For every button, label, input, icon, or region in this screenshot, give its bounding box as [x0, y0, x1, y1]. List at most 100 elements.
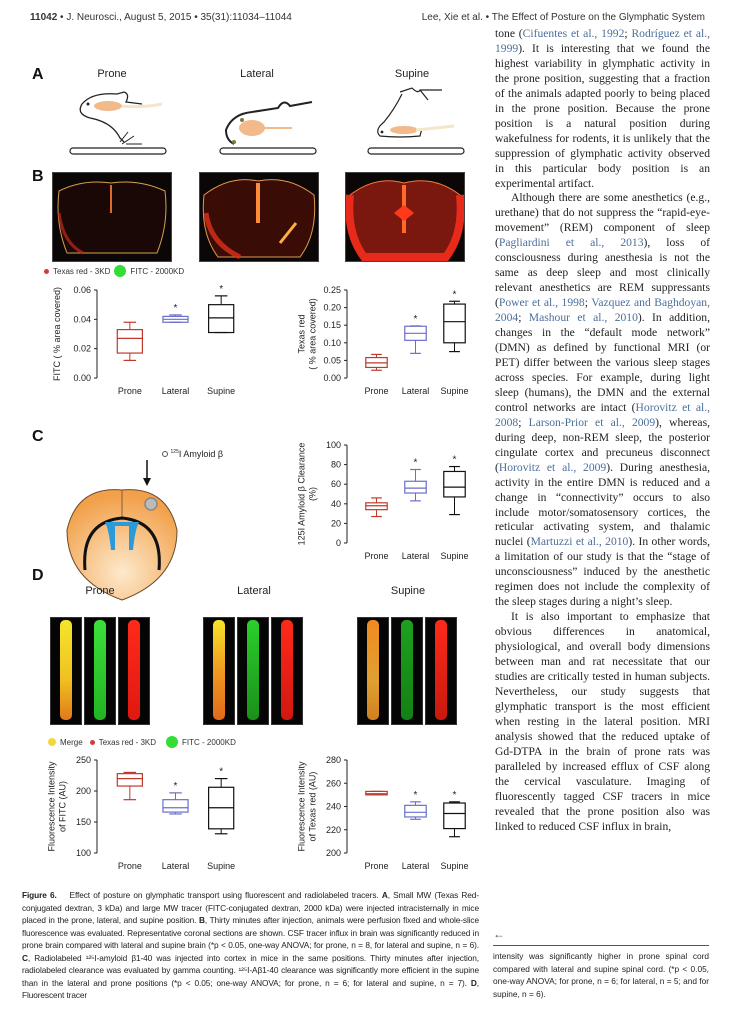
significance-star: *: [219, 767, 223, 778]
box-iqr: [404, 480, 427, 494]
mouse-supine-illustration: [367, 87, 465, 155]
texas-red-dot-icon: [44, 268, 49, 274]
box-prone: [365, 497, 388, 518]
legend-fitc-d: FITC - 2000KD: [182, 737, 236, 747]
panel-a-label-prone: Prone: [97, 68, 127, 80]
x-category-label: Supine: [440, 386, 468, 396]
caption-panel-ref: B: [198, 915, 205, 925]
journal-name: J. Neurosci., August 5, 2015: [66, 12, 192, 23]
panel-b-letter: B: [32, 168, 44, 185]
y-tick-label: 80: [331, 460, 341, 470]
caption-continuation: intensity was significantly higher in pr…: [493, 951, 709, 999]
body-paragraph-3: It is also important to emphasize that o…: [495, 610, 710, 834]
caption-divider: [493, 945, 709, 946]
mouse-prone-illustration: [69, 91, 167, 155]
box-iqr: [365, 790, 388, 796]
text-run: ). In addition, changes in the “default …: [495, 311, 710, 414]
significance-star: *: [414, 314, 418, 325]
citation-link[interactable]: Pagliardini et al., 2013: [498, 236, 644, 250]
box-supine: *: [208, 767, 235, 835]
box-iqr: [208, 304, 235, 334]
significance-star: *: [414, 458, 418, 469]
caption-text-run: , Fluorescent tracer: [22, 977, 479, 1001]
citation-link[interactable]: Rodríguez et al., 1999: [495, 27, 710, 55]
y-axis-label: (%): [308, 487, 318, 501]
caption-text-run: , Radiolabeled ¹²⁵I-amyloid β1-40 was in…: [22, 952, 479, 988]
box-prone: [116, 321, 143, 362]
panel-a-label-lateral: Lateral: [240, 68, 274, 80]
box-lateral: *: [404, 314, 427, 354]
text-run: ). During anesthesia, activity in the en…: [495, 460, 710, 549]
box-prone: [365, 353, 388, 371]
box-prone: [116, 771, 143, 801]
y-tick-label: 0.05: [323, 355, 341, 365]
y-tick-label: 0.15: [323, 320, 341, 330]
text-run: ), whereas, during deep, non-REM sleep, …: [495, 415, 710, 474]
volume-pages: 35(31):11034–11044: [200, 12, 292, 23]
text-run: ;: [584, 296, 592, 310]
box-supine: *: [443, 289, 466, 353]
running-title: Lee, Xie et al. • The Effect of Posture …: [421, 12, 705, 23]
significance-star: *: [174, 781, 178, 792]
box-iqr: [365, 502, 388, 511]
mouse-lateral-illustration: [219, 101, 317, 155]
y-tick-label: 200: [76, 786, 91, 796]
significance-star: *: [453, 790, 457, 801]
legend-texas-red-d: Texas red - 3KD: [98, 737, 157, 747]
y-tick-label: 0.25: [323, 285, 341, 295]
spine-lateral-merge: [203, 617, 235, 725]
caption-panel-ref: D: [470, 977, 477, 988]
journal-citation: 11042 • J. Neurosci., August 5, 2015 • 3…: [30, 12, 292, 23]
y-axis-label: of Texas red (AU): [308, 772, 318, 842]
spine-lateral-fitc: [237, 617, 269, 725]
body-text-column: tone (Cifuentes et al., 1992; Rodríguez …: [495, 27, 710, 834]
box-lateral: *: [162, 303, 189, 323]
y-tick-label: 40: [331, 499, 341, 509]
x-category-label: Prone: [118, 861, 142, 871]
caption-continued-arrow-icon: ←: [493, 927, 505, 941]
y-tick-label: 200: [326, 848, 341, 858]
fitc-dot-icon: [114, 265, 127, 277]
box-iqr: [443, 303, 466, 344]
amyloid-label-text: I Amyloid β: [178, 449, 224, 459]
coronal-brain-schematic: [66, 460, 178, 601]
texas-red-dot-icon: [89, 739, 95, 745]
panel-d-legend: Merge Texas red - 3KD FITC - 2000KD: [48, 736, 236, 748]
x-category-label: Lateral: [402, 386, 430, 396]
y-tick-label: 0: [336, 538, 341, 548]
caption-panel-ref: A: [381, 890, 388, 900]
citation-link[interactable]: Larson-Prior et al., 2009: [528, 415, 656, 429]
box-prone: [365, 790, 388, 796]
citation-link[interactable]: Vazquez and Baghdoyan, 2004: [495, 296, 710, 325]
text-run: ;: [624, 27, 632, 40]
caption-label: Figure 6.: [22, 890, 57, 900]
y-tick-label: 0.06: [73, 285, 91, 295]
y-tick-label: 0.10: [323, 338, 341, 348]
brain-section-prone: [52, 172, 172, 262]
text-run: ). It is interesting that we found the h…: [495, 41, 710, 190]
citation-link[interactable]: Cifuentes et al., 1992: [522, 27, 625, 40]
spine-prone-merge: [50, 617, 82, 725]
panel-c-letter: C: [32, 428, 44, 445]
significance-star: *: [219, 284, 223, 295]
text-run: ), loss of consciousness during anesthes…: [495, 236, 710, 310]
significance-star: *: [453, 289, 457, 300]
citation-link[interactable]: Horovitz et al., 2009: [498, 460, 607, 474]
spine-prone-texas-red: [118, 617, 150, 725]
citation-link[interactable]: Horovitz et al., 2008: [495, 400, 711, 429]
y-tick-label: 20: [331, 518, 341, 528]
legend-texas-red: Texas red - 3KD: [53, 266, 111, 276]
y-tick-label: 100: [76, 848, 91, 858]
box-lateral: *: [162, 781, 189, 815]
citation-link[interactable]: Mashour et al., 2010: [528, 311, 638, 325]
y-axis-label: Fluorescence Intensity: [297, 761, 307, 852]
spine-supine-merge: [357, 617, 389, 725]
body-paragraph-1: tone (Cifuentes et al., 1992; Rodríguez …: [495, 27, 710, 191]
citation-link[interactable]: Martuzzi et al., 2010: [530, 535, 629, 549]
y-tick-label: 100: [326, 440, 341, 450]
citation-link[interactable]: Power et al., 1998: [498, 296, 585, 310]
y-tick-label: 0.04: [73, 314, 91, 324]
